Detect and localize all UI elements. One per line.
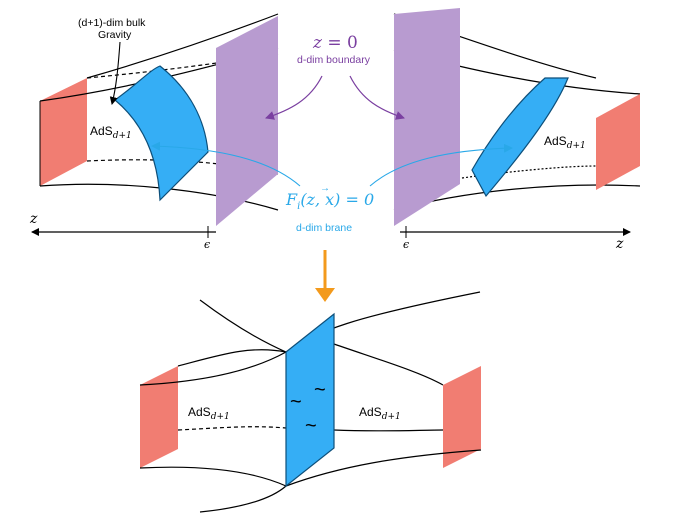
boundary-description: d-dim boundary [297, 54, 371, 66]
top-right-panel: AdSd+1 z ϵ [393, 8, 641, 252]
brane-surface-right [471, 77, 569, 198]
bulk-gravity-label-1: (d+1)-dim bulk [78, 17, 146, 29]
bulk-gravity-label-2: Gravity [98, 29, 132, 41]
bottom-panel: ~ ~ ~ AdSd+1 AdSd+1 [139, 291, 482, 513]
left-end-cap [40, 78, 87, 186]
bottom-brane [285, 312, 335, 488]
top-left-panel: (d+1)-dim bulk Gravity AdSd+1 z ϵ [29, 13, 279, 251]
bottom-right-end-cap [443, 366, 481, 468]
ads-label-top-right: AdSd+1 [544, 134, 586, 151]
tilde-2: ~ [314, 379, 326, 401]
boundary-annotation: z = 0 d-dim boundary [265, 33, 405, 120]
z-axis-label-right: z [615, 236, 624, 252]
brane-equation: Fi(z, x) = 0 [285, 190, 374, 212]
tilde-3: ~ [305, 415, 317, 437]
bottom-top-right-far [199, 299, 287, 353]
right-end-cap [596, 94, 640, 190]
brane-description: d-dim brane [296, 222, 352, 234]
epsilon-label-left: ϵ [204, 238, 210, 251]
bottom-top-near-edge [139, 351, 287, 386]
brane-arrow-left [151, 141, 301, 187]
tube-top-dashed [86, 53, 279, 79]
brane-annotation: → Fi(z, x) = 0 d-dim brane [151, 141, 513, 234]
boundary-plane-left [216, 16, 278, 226]
boundary-arrow-left [265, 75, 323, 120]
tilde-1: ~ [290, 391, 302, 413]
bottom-top-right-near [333, 343, 444, 386]
boundary-equation: z = 0 [312, 33, 358, 53]
ads-label-top-left: AdSd+1 [90, 124, 132, 141]
bottom-bottom-far [333, 429, 444, 432]
brane-vector-mark: → [320, 183, 330, 194]
bottom-bottom-dashed [177, 426, 287, 431]
tube-bottom-dashed-right [461, 165, 597, 179]
ads-label-bottom-right: AdSd+1 [359, 405, 401, 422]
brane-arrow-right [369, 143, 513, 187]
brane-surface-left [114, 65, 209, 202]
boundary-plane-right [394, 8, 460, 226]
bottom-bottom-extra [199, 485, 287, 513]
bulk-pointer-line [109, 41, 121, 105]
tube-top-far-edge [86, 13, 279, 79]
bottom-left-end-cap [140, 366, 178, 468]
boundary-arrow-right [349, 75, 405, 120]
epsilon-label-right: ϵ [403, 238, 409, 251]
z-axis-label-left: z [29, 211, 38, 227]
transition-arrow [315, 250, 335, 302]
ads-label-bottom-left: AdSd+1 [188, 405, 230, 422]
bottom-bottom-near-right [285, 449, 482, 487]
bottom-bottom-near-left [139, 466, 287, 487]
